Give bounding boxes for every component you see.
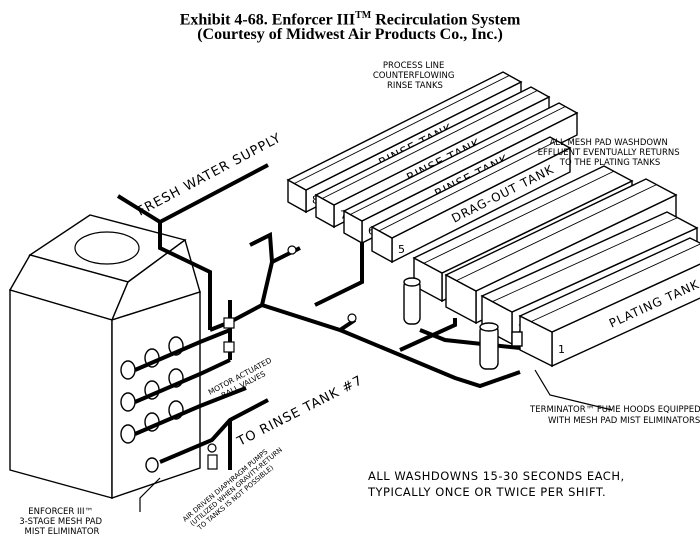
to-rinse-tank-label: TO RINSE TANK #7 [234,373,365,450]
tank-number: 1 [558,343,565,356]
tank-lip-line [378,140,558,232]
exhibit-subtitle: (Courtesy of Midwest Air Products Co., I… [197,26,503,43]
enforcer-label: ENFORCER III™ 3-STAGE MESH PAD MIST ELIM… [19,507,105,537]
tank-lip-line [492,217,678,303]
tank-top-rim [342,102,579,222]
tank-top-rim [314,86,551,206]
tank-lip-line [531,243,700,323]
washdown-note: ALL MESH PAD WASHDOWN EFFLUENT EVENTUALL… [538,138,683,168]
tank-top-rim [480,211,699,313]
tank-lip-line [350,106,566,215]
exhibit-title: Exhibit 4-68. Enforcer IIITM Recirculati… [179,10,521,29]
tank-top-rim [412,165,634,274]
tank-lip-line [456,184,657,282]
tank-lip-line [423,170,614,264]
terminator-hood-icon [403,277,523,370]
tank-top-rim [370,136,572,239]
tank-lip-line [322,90,538,199]
tank-number: 5 [398,243,405,256]
fresh-water-label: FRESH WATER SUPPLY [135,131,284,220]
tank-top-rim [444,178,678,292]
tank-group: 8RINSE TANK7RINSE TANK6RINSE TANK5DRAG-O… [286,71,700,368]
enforcer-unit [8,214,201,499]
process-line-label: PROCESS LINE COUNTERFLOWING RINSE TANKS [373,61,457,91]
washdowns-note: ALL WASHDOWNS 15-30 SECONDS EACH, TYPICA… [367,469,629,499]
tank-top-rim [286,71,523,191]
piping [116,163,521,470]
terminator-label: TERMINATOR™ FUME HOODS EQUIPPED WITH MES… [529,405,700,426]
tank-lip-line [294,75,510,184]
ball-valves [207,245,357,470]
